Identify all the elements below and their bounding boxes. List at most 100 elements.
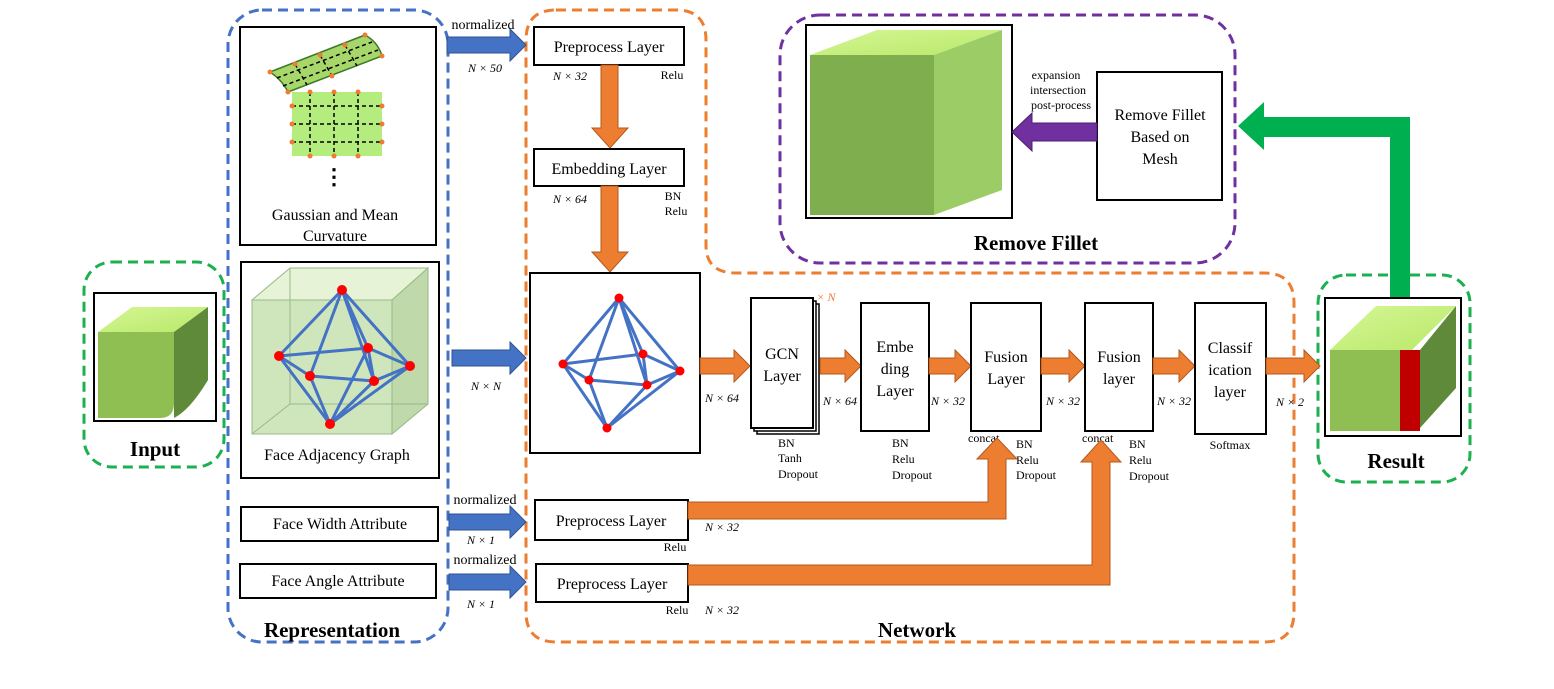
remove-fillet-group-frame bbox=[778, 13, 1237, 265]
fusion2-line2: layer bbox=[1103, 371, 1136, 388]
fusion2-bn: BN bbox=[1129, 437, 1146, 451]
embedding-to-graph-arrow bbox=[590, 185, 630, 273]
embedding-bn: BN bbox=[892, 436, 909, 450]
graph-nodes bbox=[274, 285, 415, 429]
classif-line1: Classif bbox=[1208, 340, 1253, 357]
dim-n64-embed: N × 64 bbox=[822, 394, 857, 408]
angle-to-preprocess-arrow bbox=[448, 564, 527, 600]
width-to-fusion1-arrow bbox=[687, 437, 1019, 520]
normalized-label-1: normalized bbox=[452, 18, 515, 33]
dim-n2: N × 2 bbox=[1275, 395, 1304, 409]
angle-attribute-box bbox=[239, 563, 437, 599]
dim-n1-angle: N × 1 bbox=[466, 597, 495, 611]
network-graph-image bbox=[561, 297, 682, 430]
gcn-tanh: Tanh bbox=[778, 451, 802, 465]
graph-to-gcn-arrow bbox=[699, 348, 751, 384]
remove-fillet-line1: Remove Fillet bbox=[1114, 107, 1206, 124]
width-to-preprocess-arrow bbox=[448, 504, 527, 540]
flat-surface-image bbox=[289, 89, 385, 159]
fusion-layer-2 bbox=[1084, 302, 1154, 432]
input-label: Input bbox=[130, 437, 180, 461]
gcn-label-line2: Layer bbox=[763, 368, 801, 385]
width-attribute-box bbox=[240, 506, 439, 542]
fusion2-to-classifier-arrow bbox=[1152, 348, 1196, 384]
representation-group-frame bbox=[226, 8, 450, 644]
dim-n64-gcn: N × 64 bbox=[704, 391, 739, 405]
face-adjacency-graph-image bbox=[277, 288, 412, 426]
remove-fillet-label: Remove Fillet bbox=[974, 231, 1098, 255]
classifier-to-result-arrow bbox=[1265, 348, 1321, 384]
preprocess-to-embedding-arrow bbox=[590, 64, 630, 149]
dim-nn: N × N bbox=[470, 379, 502, 393]
preprocess-layer-top-label: Preprocess Layer bbox=[554, 39, 665, 56]
ellipsis-mark: ⋮ bbox=[323, 164, 345, 189]
dim-n32-fusion1: N × 32 bbox=[930, 394, 965, 408]
gcn-dropout: Dropout bbox=[778, 467, 819, 481]
fusion1-line2: Layer bbox=[987, 371, 1025, 388]
relu-embedding-top: Relu bbox=[665, 204, 688, 218]
gcn-layer-stack bbox=[750, 297, 820, 435]
dim-n32-width: N × 32 bbox=[704, 520, 739, 534]
fusion1-line1: Fusion bbox=[984, 349, 1028, 366]
preprocess-angle-label: Preprocess Layer bbox=[557, 576, 668, 593]
fusion-layer-1 bbox=[970, 302, 1042, 432]
input-group-frame bbox=[82, 260, 226, 469]
preprocess-layer-width bbox=[534, 499, 689, 541]
dim-n64-top: N × 64 bbox=[552, 192, 587, 206]
network-label: Network bbox=[878, 618, 956, 642]
dim-n50: N × 50 bbox=[467, 61, 502, 75]
network-group-frame bbox=[524, 8, 1296, 644]
embedding-to-fusion1-arrow bbox=[928, 348, 972, 384]
remove-fillet-line2: Based on bbox=[1130, 129, 1189, 146]
bn-top: BN bbox=[665, 189, 682, 203]
relu-top: Relu bbox=[661, 68, 684, 82]
result-cube-image bbox=[1330, 306, 1456, 431]
fusion2-concat: concat bbox=[1082, 431, 1114, 445]
curved-surface-image bbox=[267, 32, 385, 95]
fusion2-relu: Relu bbox=[1129, 453, 1152, 467]
classif-line3: layer bbox=[1214, 384, 1247, 401]
dim-n1-width: N × 1 bbox=[466, 533, 495, 547]
dim-n32-top: N × 32 bbox=[552, 69, 587, 83]
network-graph-nodes bbox=[558, 293, 685, 433]
curvature-label-line2: Curvature bbox=[303, 228, 367, 245]
note-expansion: expansion bbox=[1032, 68, 1081, 82]
curvature-to-preprocess-arrow bbox=[446, 27, 527, 63]
dim-n32-fusion2: N × 32 bbox=[1045, 394, 1080, 408]
gcn-bn: BN bbox=[778, 436, 795, 450]
representation-label: Representation bbox=[264, 618, 400, 642]
fusion2-line1: Fusion bbox=[1097, 349, 1141, 366]
relu-angle: Relu bbox=[666, 603, 689, 617]
embedding-main-line1: Embe bbox=[876, 339, 913, 356]
normalized-label-3: normalized bbox=[454, 553, 517, 568]
embedding-relu: Relu bbox=[892, 452, 915, 466]
gcn-to-embedding-arrow bbox=[819, 348, 862, 384]
relu-width: Relu bbox=[664, 540, 687, 554]
angle-to-fusion2-arrow bbox=[687, 439, 1123, 586]
note-intersection: intersection bbox=[1030, 83, 1086, 97]
width-attribute-label: Face Width Attribute bbox=[273, 516, 407, 533]
classif-line2: ication bbox=[1208, 362, 1252, 379]
dim-n32-angle: N × 32 bbox=[704, 603, 739, 617]
fusion1-concat: concat bbox=[968, 431, 1000, 445]
remove-fillet-box bbox=[1096, 71, 1223, 201]
clean-cube-image bbox=[810, 30, 1002, 215]
result-to-remove-fillet-arrow-path bbox=[1238, 102, 1410, 299]
fusion1-relu: Relu bbox=[1016, 453, 1039, 467]
embedding-layer-top-label: Embedding Layer bbox=[551, 161, 667, 178]
input-cube-image bbox=[98, 307, 208, 418]
graph-label: Face Adjacency Graph bbox=[264, 447, 410, 464]
result-label: Result bbox=[1367, 449, 1424, 473]
preprocess-width-label: Preprocess Layer bbox=[556, 513, 667, 530]
fusion2-dropout: Dropout bbox=[1129, 469, 1170, 483]
dim-n32-classif: N × 32 bbox=[1156, 394, 1191, 408]
embedding-dropout: Dropout bbox=[892, 468, 933, 482]
embedding-main-line3: Layer bbox=[876, 383, 914, 400]
fusion1-to-fusion2-arrow bbox=[1040, 348, 1086, 384]
graph-to-network-arrow bbox=[451, 340, 527, 376]
classif-softmax: Softmax bbox=[1210, 438, 1251, 452]
remove-fillet-arrow bbox=[1011, 111, 1098, 153]
gcn-repeat-label: × N bbox=[816, 290, 836, 304]
curvature-label-line1: Gaussian and Mean bbox=[272, 207, 398, 224]
